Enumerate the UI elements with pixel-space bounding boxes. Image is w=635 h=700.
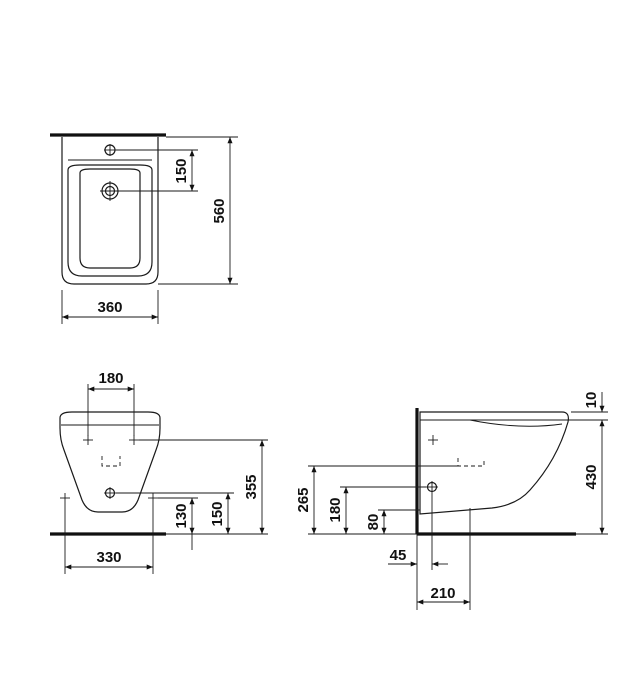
dim-label-560: 560 [211,198,228,223]
dim-label-265: 265 [295,487,312,512]
top-view: 150 560 360 [50,133,238,324]
fixing-point-icon [60,493,70,503]
dim-label-180-side: 180 [327,497,344,522]
top-view-outline [61,137,159,285]
dim-label-130: 130 [173,503,190,528]
front-view-tap-dashes [101,456,121,467]
side-view-outline [419,411,569,515]
tap-hole-icon [104,144,116,156]
dim-label-80: 80 [365,514,382,531]
top-view-bowl [67,164,153,277]
fixing-point-icon [83,435,93,445]
top-view-inner-bowl [79,168,141,269]
dim-label-210: 210 [430,585,455,602]
dim-label-430: 430 [583,464,600,489]
side-view-tap-dashes [457,458,485,467]
dim-label-45: 45 [390,547,407,564]
fixing-point-icon [148,493,158,503]
dim-label-180-front: 180 [98,370,123,387]
side-view-inner-line [469,419,563,427]
drain-outlet-icon [104,487,116,499]
front-view-outline [59,411,161,513]
front-view: 180 355 150 130 [50,370,268,574]
dim-label-355: 355 [243,474,260,499]
side-view-fixing-point-icon [428,435,438,445]
dim-label-150-top: 150 [173,158,190,183]
dim-label-150-front: 150 [209,501,226,526]
dim-label-330: 330 [96,549,121,566]
drain-hole-icon [100,181,120,201]
side-view-drain-icon [426,481,438,493]
side-view: 10 430 265 180 80 45 210 [295,392,608,610]
dim-label-360: 360 [97,299,122,316]
dim-label-10: 10 [583,392,600,409]
fixing-point-icon [129,435,139,445]
